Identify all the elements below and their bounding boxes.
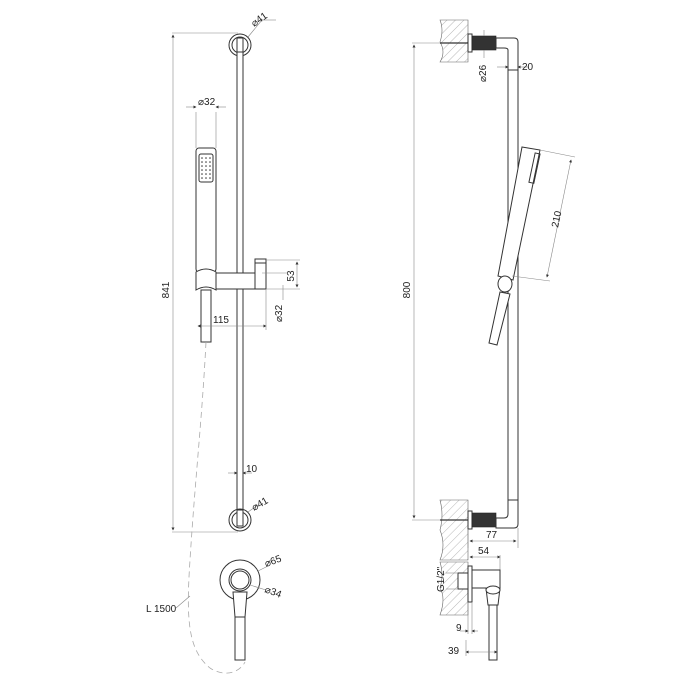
label-slider-projection: 115 (213, 315, 229, 326)
dimension-wall-mount-diameter: ⌀26 (478, 30, 489, 82)
hose-line: L 1500 (146, 341, 246, 674)
dimension-bracket-centers: 800 (402, 42, 470, 521)
label-rail-projection: 77 (486, 530, 498, 541)
dimension-slider-projection: 115 (197, 289, 267, 330)
label-outlet-offset-9: 9 (456, 623, 462, 634)
label-overall-height: 841 (161, 281, 172, 298)
dimension-handshower-diameter: ⌀32 (186, 97, 226, 148)
wall-outlet-front: ⌀65 ⌀34 (219, 553, 284, 661)
label-handshower-length: 210 (550, 210, 564, 229)
label-outlet-inner-diameter: ⌀34 (263, 584, 283, 600)
dimension-slider-diameter: ⌀32 (262, 272, 288, 322)
label-hose-length: L 1500 (146, 604, 177, 615)
label-bottom-bracket-diameter: ⌀41 (250, 495, 271, 513)
label-slider-height: 53 (286, 270, 297, 282)
slider-holder (215, 258, 267, 290)
label-handshower-diameter: ⌀32 (198, 97, 216, 108)
label-wall-mount-diameter: ⌀26 (478, 64, 489, 82)
label-top-bracket-diameter: ⌀41 (249, 10, 270, 29)
label-slider-diameter: ⌀32 (274, 304, 285, 322)
top-wall-section (439, 19, 519, 71)
dimension-handshower-length: 210 (511, 149, 576, 282)
label-outlet-projection: 54 (478, 546, 490, 557)
side-view: 800 ⌀26 20 (402, 19, 576, 661)
dimension-outlet-offset-39: 39 (448, 640, 498, 657)
hand-shower-front (195, 147, 217, 343)
bottom-wall-section (439, 499, 519, 561)
dimension-rail-projection: 77 (467, 528, 519, 548)
dimension-overall-height: 841 (161, 32, 238, 533)
dimension-outlet-offset-9: 9 (456, 602, 478, 634)
dimension-outlet-projection: 54 (469, 546, 501, 572)
dimension-rail-tube-width: 20 (497, 62, 534, 73)
front-view: 841 ⌀41 10 ⌀41 (146, 10, 300, 674)
dimension-rail-diameter: 10 (228, 464, 258, 475)
label-rail-tube-width: 20 (522, 62, 534, 73)
label-bracket-centers: 800 (402, 281, 413, 298)
label-outlet-thread: G1/2" (436, 566, 447, 592)
dimension-slider-height: 53 (266, 259, 300, 290)
wall-outlet-side: G1/2" (436, 561, 501, 661)
bottom-wall-bracket: ⌀41 (228, 495, 271, 532)
label-outlet-outer-diameter: ⌀65 (263, 553, 283, 569)
label-rail-diameter: 10 (246, 464, 258, 475)
hand-shower-side (488, 146, 541, 346)
label-outlet-offset-39: 39 (448, 646, 460, 657)
